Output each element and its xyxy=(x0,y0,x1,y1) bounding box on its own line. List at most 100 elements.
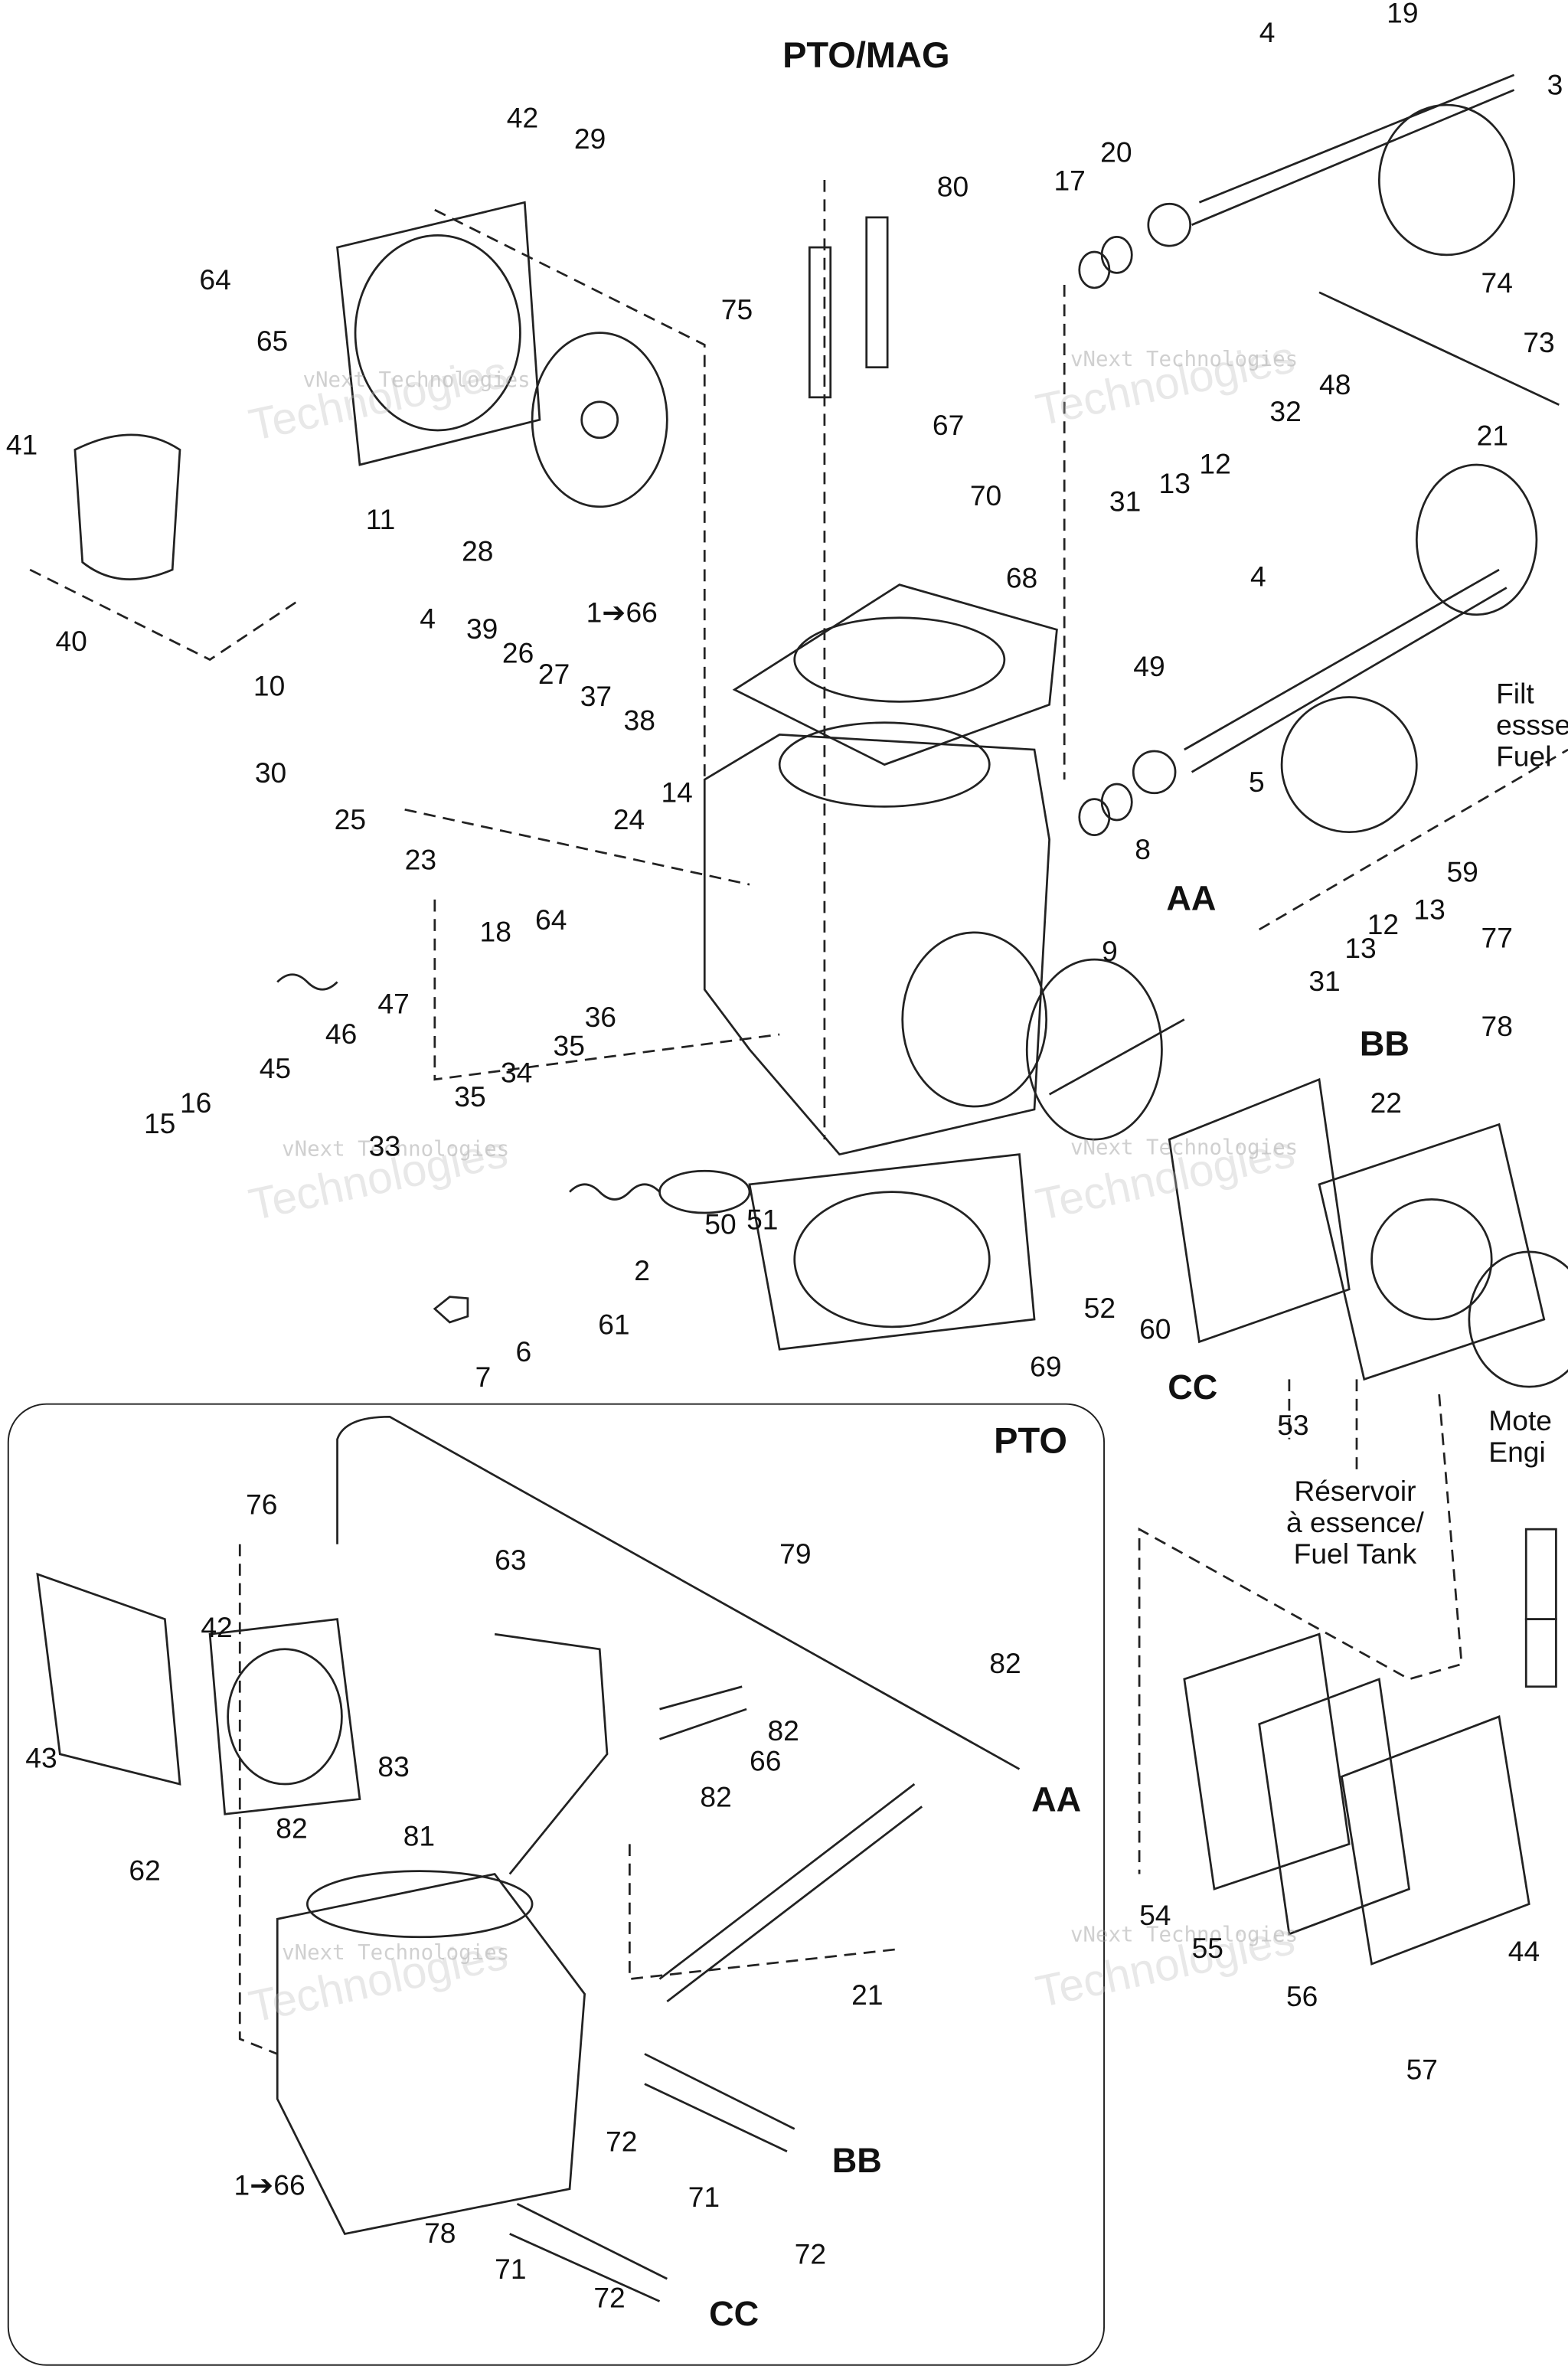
part-callout: AA xyxy=(1166,878,1217,918)
part-callout: 62 xyxy=(129,1856,161,1888)
part-callout: 73 xyxy=(1523,328,1555,360)
part-callout: 35 xyxy=(454,1082,486,1114)
part-callout: 13 xyxy=(1158,469,1191,501)
part-callout: 25 xyxy=(334,805,367,837)
part-callout: 78 xyxy=(424,2218,456,2250)
part-callout: 42 xyxy=(201,1613,233,1645)
part-callout: 44 xyxy=(1508,1936,1540,1969)
part-callout: 23 xyxy=(404,845,437,877)
note-line: Mote xyxy=(1488,1406,1553,1438)
part-callout: 82 xyxy=(700,1783,732,1815)
part-callout: 22 xyxy=(1370,1088,1403,1120)
part-callout: 82 xyxy=(276,1814,308,1846)
part-callout: 72 xyxy=(606,2127,638,2159)
part-callout: 48 xyxy=(1319,370,1351,402)
part-callout: 6 xyxy=(515,1337,532,1369)
part-callout: 38 xyxy=(623,706,655,738)
part-callout: AA xyxy=(1031,1779,1082,1819)
part-callout: 79 xyxy=(779,1539,812,1571)
part-callout: 46 xyxy=(325,1019,358,1051)
part-callout: 37 xyxy=(580,681,612,714)
part-callout: 64 xyxy=(199,265,231,297)
part-callout: 32 xyxy=(1269,397,1302,429)
part-callout: 11 xyxy=(365,505,396,537)
part-callout: 81 xyxy=(403,1821,436,1854)
part-callout: 56 xyxy=(1285,1982,1318,2014)
part-callout: 16 xyxy=(179,1088,212,1120)
part-callout: 68 xyxy=(1005,564,1038,596)
part-callout: 80 xyxy=(936,172,969,204)
part-callout: 15 xyxy=(143,1109,176,1142)
part-callout: 8 xyxy=(1135,835,1151,867)
note-line: Fuel Tank xyxy=(1293,1539,1417,1571)
part-callout: 76 xyxy=(246,1490,278,1522)
part-callout: 71 xyxy=(688,2182,720,2214)
part-callout: 13 xyxy=(1413,894,1446,927)
part-callout: 43 xyxy=(25,1743,57,1776)
part-callout: 12 xyxy=(1367,910,1400,942)
fuel-tank-note: Réservoir à essence/ Fuel Tank xyxy=(1286,1477,1424,1571)
pto-inset-frame xyxy=(7,1403,1106,2366)
watermark: vNext Technologies xyxy=(302,368,531,393)
part-callout: 78 xyxy=(1481,1011,1513,1044)
watermark: vNext Technologies xyxy=(282,1941,510,1966)
part-callout: 52 xyxy=(1083,1293,1116,1325)
part-callout: 74 xyxy=(1481,268,1513,300)
part-callout: 20 xyxy=(1100,138,1132,170)
part-callout: 34 xyxy=(500,1058,533,1090)
part-callout: 21 xyxy=(1476,421,1509,453)
part-callout: CC xyxy=(1168,1367,1218,1407)
part-callout: 39 xyxy=(466,614,498,646)
part-callout: 26 xyxy=(501,639,534,671)
part-callout: 63 xyxy=(495,1545,527,1577)
watermark: vNext Technologies xyxy=(1070,348,1298,372)
fuel-filter-note: Filt esssen Fuel xyxy=(1496,679,1568,773)
part-callout: 82 xyxy=(767,1716,799,1749)
part-callout: 18 xyxy=(479,917,511,949)
inset-title: PTO xyxy=(994,1421,1067,1462)
part-callout: 72 xyxy=(593,2283,626,2315)
part-callout: 1➔66 xyxy=(234,2171,305,2203)
part-callout: 7 xyxy=(475,1362,492,1394)
part-callout: 41 xyxy=(5,430,38,462)
part-callout: 9 xyxy=(1102,936,1118,969)
part-callout: 70 xyxy=(969,481,1002,513)
watermark: vNext Technologies xyxy=(1070,1136,1298,1161)
engine-note: Mote Engi xyxy=(1488,1407,1552,1469)
note-line: esssen xyxy=(1496,711,1568,743)
note-line: Engi xyxy=(1488,1437,1546,1469)
part-callout: 57 xyxy=(1406,2055,1438,2087)
part-callout: 12 xyxy=(1199,449,1231,482)
part-callout: 1➔66 xyxy=(586,598,658,630)
carburetor-body xyxy=(703,583,1058,1156)
part-callout: 64 xyxy=(535,905,567,937)
part-callout: 33 xyxy=(368,1132,401,1164)
part-callout: 75 xyxy=(720,295,753,327)
part-callout: 53 xyxy=(1277,1410,1309,1443)
part-callout: 65 xyxy=(256,326,289,358)
part-callout: 50 xyxy=(704,1210,737,1242)
part-callout: 36 xyxy=(584,1002,617,1035)
note-line: Fuel xyxy=(1496,742,1552,774)
part-callout: 17 xyxy=(1054,166,1086,198)
part-callout: 55 xyxy=(1191,1933,1224,1966)
part-callout: 28 xyxy=(462,536,494,569)
part-callout: 67 xyxy=(932,410,965,443)
part-callout: 49 xyxy=(1133,652,1165,684)
part-callout: 31 xyxy=(1308,966,1341,999)
part-callout: 13 xyxy=(1344,933,1377,966)
part-callout: BB xyxy=(1359,1024,1410,1064)
part-callout: 4 xyxy=(420,604,436,636)
part-callout: 10 xyxy=(253,672,286,704)
part-callout: 4 xyxy=(1259,18,1276,50)
part-callout: 40 xyxy=(55,626,87,658)
part-callout: 45 xyxy=(259,1054,292,1086)
part-callout: 42 xyxy=(506,103,539,136)
part-callout: 47 xyxy=(377,989,410,1021)
part-callout: 60 xyxy=(1139,1315,1171,1347)
part-callout: 27 xyxy=(537,659,570,691)
part-callout: 59 xyxy=(1446,857,1478,890)
part-callout: 69 xyxy=(1030,1352,1062,1384)
